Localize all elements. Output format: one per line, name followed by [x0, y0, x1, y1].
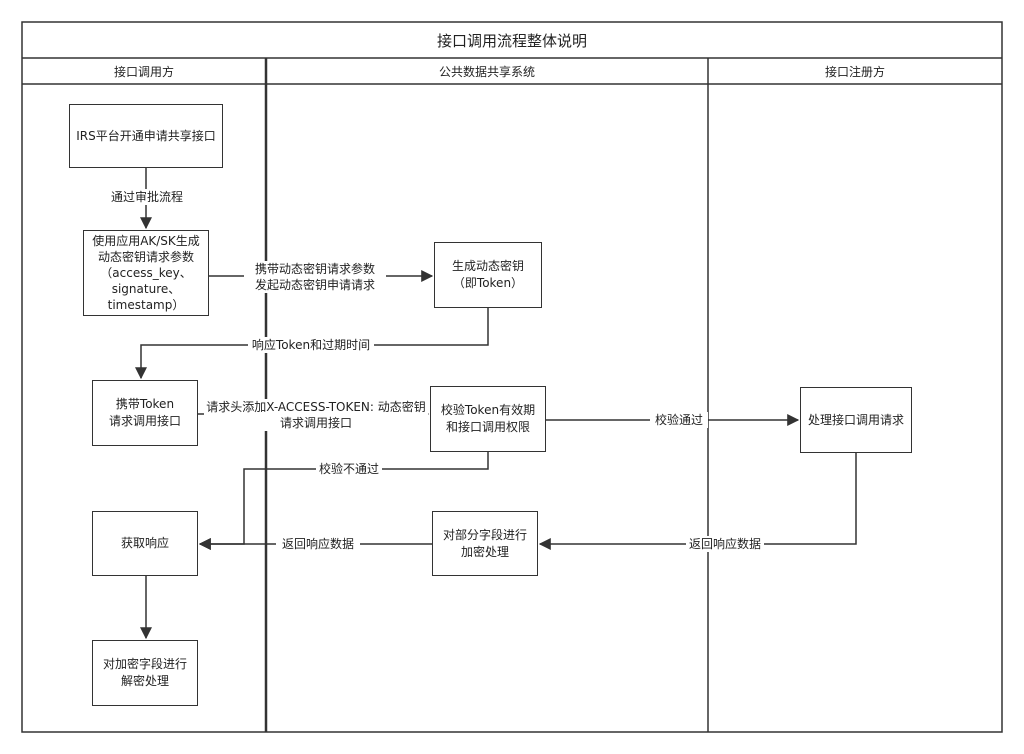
edge-label-return-token: 响应Token和过期时间 [248, 337, 374, 353]
node-call-with-token: 携带Token 请求调用接口 [92, 380, 198, 446]
node-gen-token: 生成动态密钥 （即Token） [434, 242, 542, 308]
arrow-return-data-2 [538, 453, 857, 550]
node-irs-apply: IRS平台开通申请共享接口 [69, 104, 223, 168]
edge-label-send-params: 携带动态密钥请求参数 发起动态密钥申请请求 [244, 261, 386, 293]
node-get-response: 获取响应 [92, 511, 198, 576]
edge-label-verify-pass: 校验通过 [650, 412, 708, 428]
diagram-title: 接口调用流程整体说明 [436, 31, 587, 50]
edge-label-add-header: 请求头添加X-ACCESS-TOKEN: 动态密钥 请求调用接口 [204, 399, 428, 431]
node-verify-token: 校验Token有效期 和接口调用权限 [430, 386, 546, 452]
edge-label-return-data-1: 返回响应数据 [276, 536, 360, 552]
lane-header-registrant: 接口注册方 [824, 64, 885, 79]
node-handle-request: 处理接口调用请求 [800, 387, 912, 453]
edge-label-approval: 通过审批流程 [102, 189, 192, 205]
lane-header-system: 公共数据共享系统 [438, 64, 535, 79]
node-gen-params: 使用应用AK/SK生成 动态密钥请求参数 （access_key、 signat… [83, 230, 209, 316]
edge-label-return-data-2: 返回响应数据 [686, 536, 764, 552]
node-decrypt-fields: 对加密字段进行 解密处理 [92, 640, 198, 706]
edge-label-verify-fail: 校验不通过 [316, 461, 382, 477]
lane-header-caller: 接口调用方 [113, 64, 174, 79]
node-encrypt-fields: 对部分字段进行 加密处理 [432, 511, 538, 576]
outer-border [21, 21, 1003, 733]
